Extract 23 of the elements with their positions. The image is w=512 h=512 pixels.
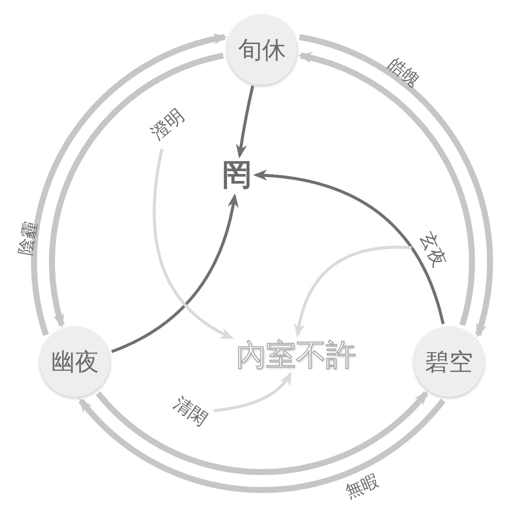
arrow: [111, 193, 239, 353]
arrow: [49, 52, 224, 328]
arrow: [212, 372, 292, 412]
circle-node: 幽夜: [40, 327, 110, 397]
circle-node: 碧空: [414, 327, 484, 397]
node-label: 玄夜: [415, 229, 449, 270]
outlined-label: 內室不許: [236, 338, 356, 372]
arrow: [78, 398, 446, 493]
node-label: 罔: [222, 158, 252, 192]
arrow: [96, 391, 428, 475]
node-label: 澄明: [148, 106, 188, 144]
arrow: [253, 169, 445, 324]
node-label: 清閑: [170, 393, 210, 430]
edge-label: 陰霾: [14, 219, 42, 257]
arrow: [31, 33, 228, 336]
edge-label: 皓魄: [384, 52, 424, 92]
arrow: [236, 84, 254, 158]
arrow: [294, 246, 412, 338]
circle-node: 旬休: [227, 15, 297, 85]
edge-label: 無暇: [342, 470, 382, 504]
arrow: [152, 148, 234, 340]
arrow: [298, 52, 475, 326]
arrow: [298, 34, 493, 338]
